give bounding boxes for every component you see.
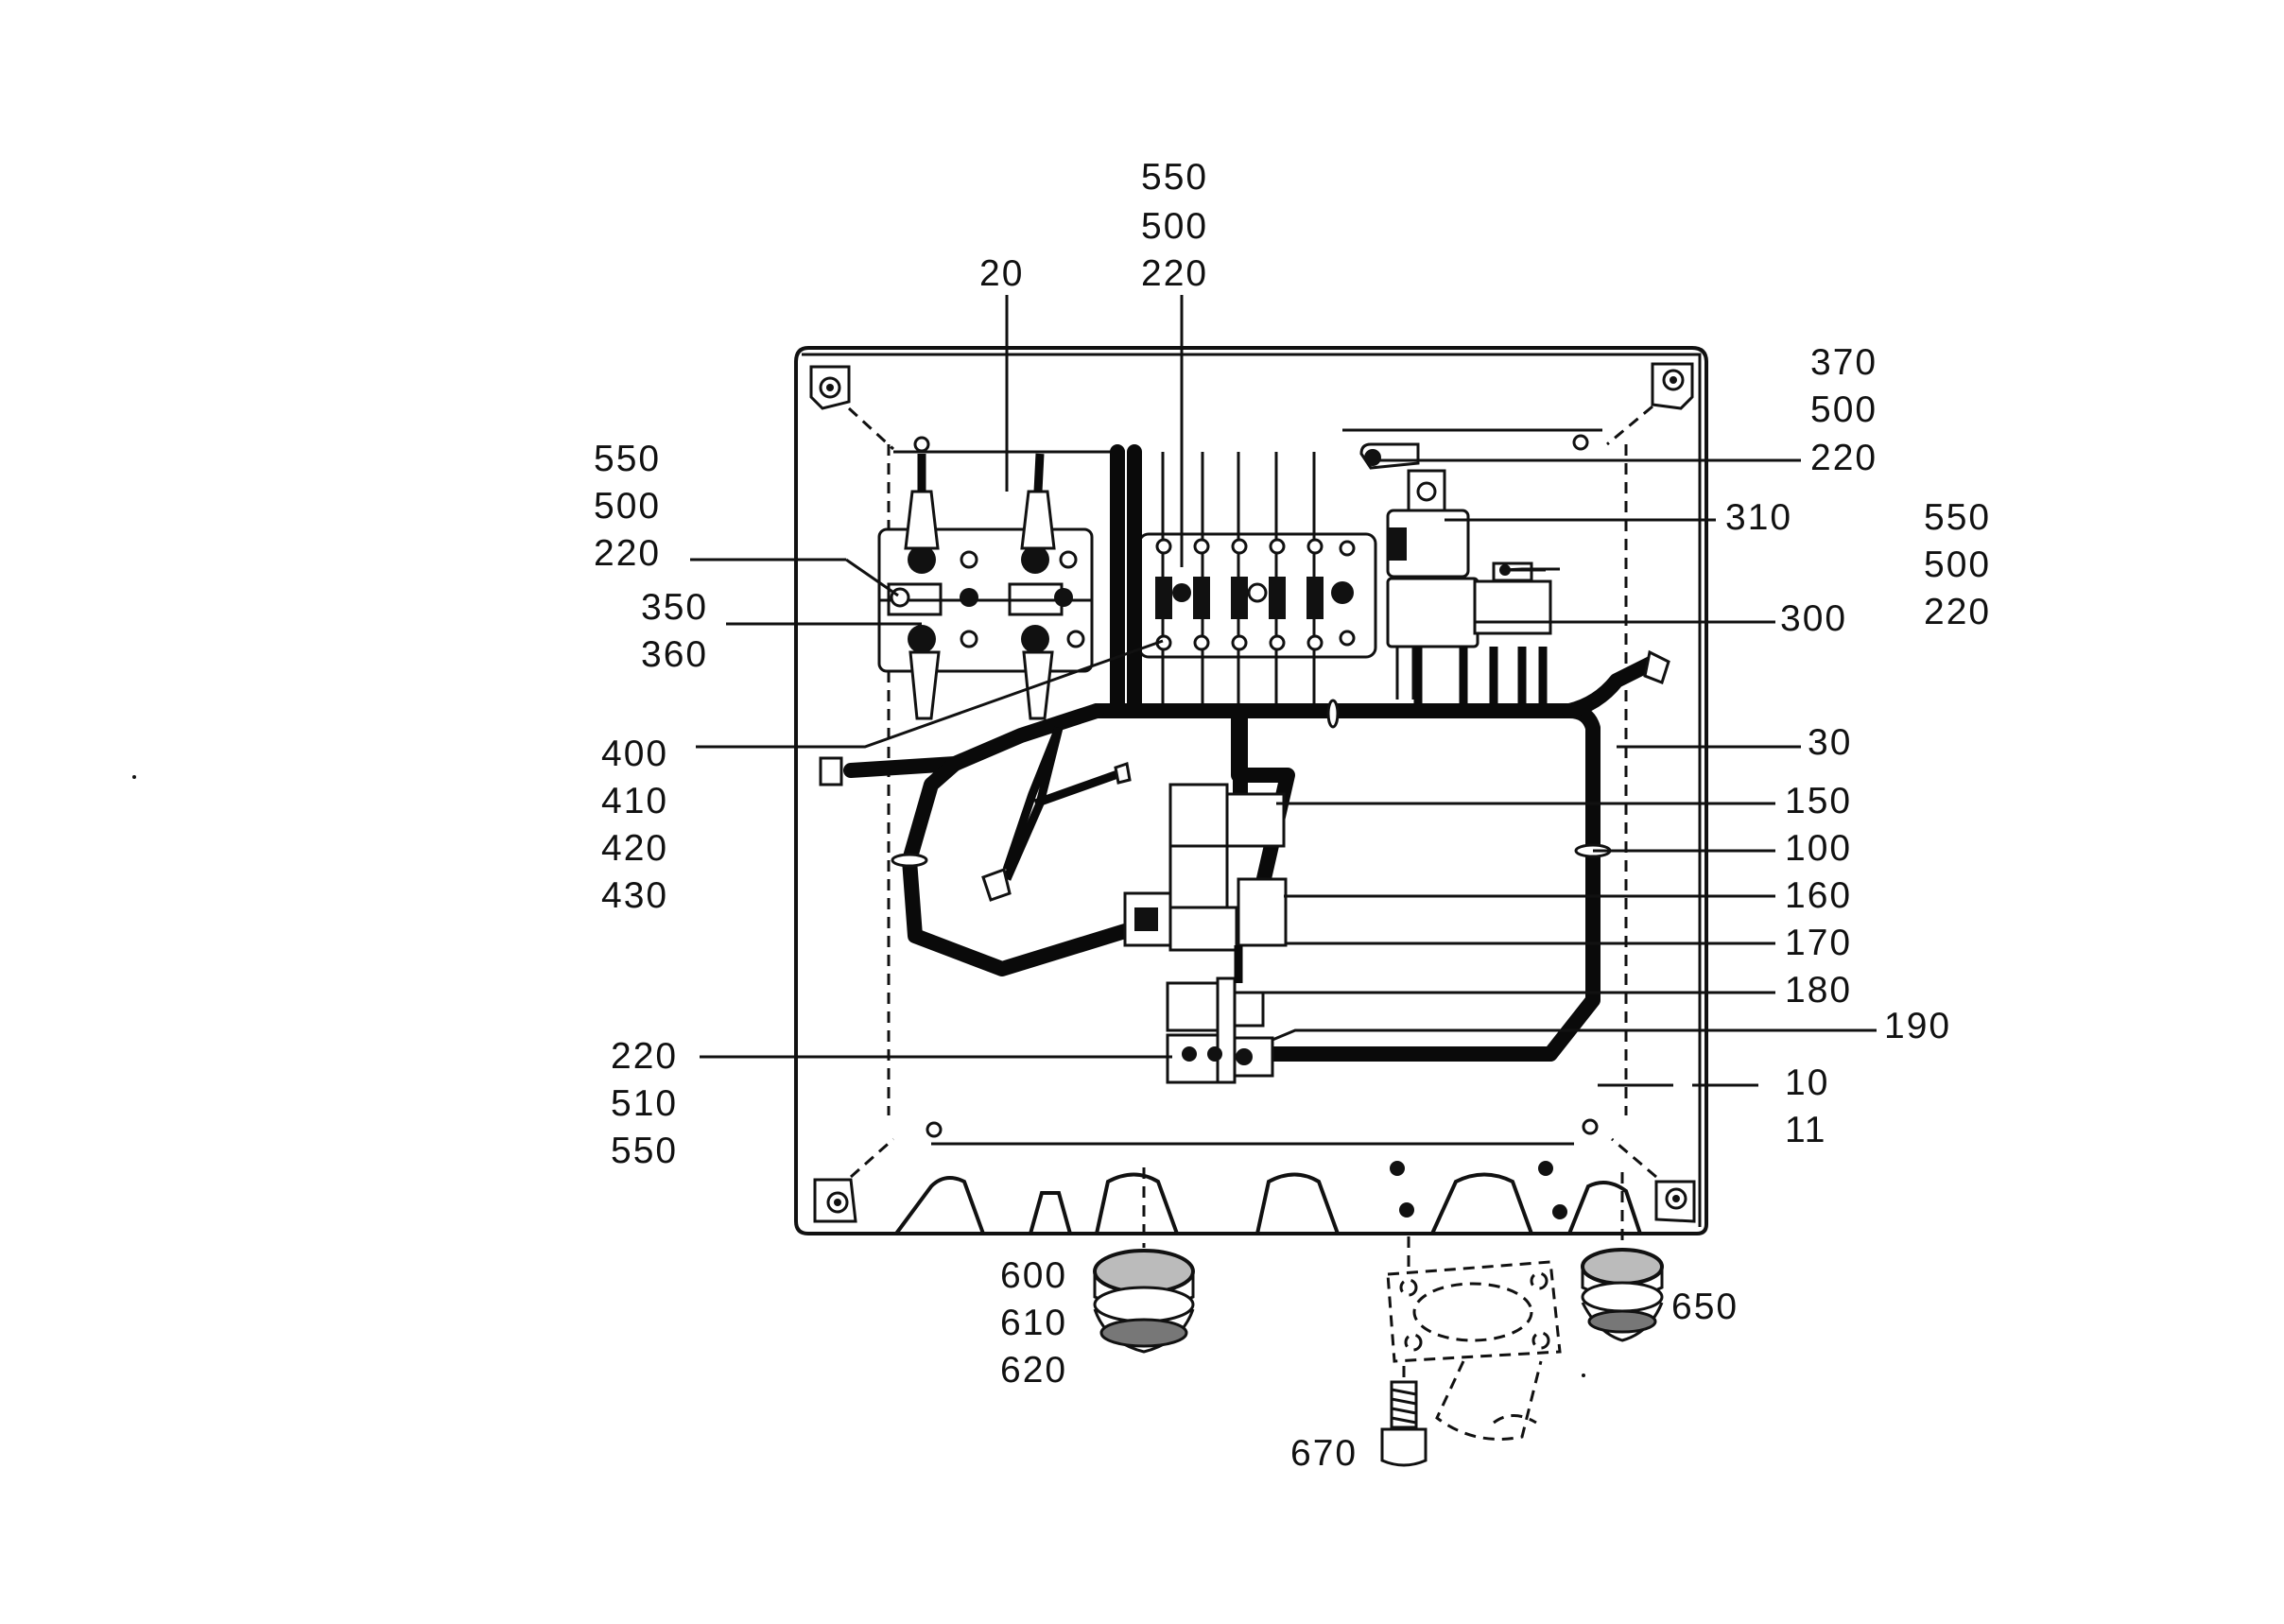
- callout-610: 610: [1000, 1303, 1067, 1343]
- callout-410: 410: [601, 781, 668, 821]
- callout-600: 600: [1000, 1255, 1067, 1296]
- callout-20: 20: [979, 253, 1024, 294]
- callout-160: 160: [1785, 875, 1852, 916]
- callout-370: 370: [1810, 342, 1877, 383]
- callout-170: 170: [1785, 923, 1852, 963]
- callout-310: 310: [1725, 497, 1792, 538]
- callout-300: 300: [1780, 598, 1847, 639]
- callout-360: 360: [641, 634, 708, 675]
- callout-220-right: 220: [1924, 592, 1991, 632]
- callout-220-upper-right: 220: [1810, 438, 1877, 478]
- callout-650: 650: [1671, 1287, 1739, 1327]
- callout-550-top: 550: [1141, 157, 1208, 198]
- callout-550-left: 550: [594, 439, 661, 479]
- callout-150: 150: [1785, 781, 1852, 821]
- relay-upper: [1359, 442, 1470, 579]
- callout-620: 620: [1000, 1350, 1067, 1391]
- callout-420: 420: [601, 828, 668, 869]
- speck: [1582, 1373, 1585, 1377]
- fuse-holder-block: [1110, 444, 1377, 718]
- terminal-block-left: [877, 453, 1094, 720]
- callout-100: 100: [1785, 828, 1852, 869]
- callout-500-top: 500: [1141, 206, 1208, 247]
- callout-220-top: 220: [1141, 253, 1208, 294]
- callout-550-lower-left: 550: [611, 1131, 678, 1171]
- callout-350: 350: [641, 587, 708, 628]
- callout-400: 400: [601, 734, 668, 774]
- wiring-harness: [819, 649, 1670, 1066]
- mounting-panel: [887, 428, 1628, 1146]
- callout-500-left: 500: [594, 486, 661, 527]
- callout-220-lower-left: 220: [611, 1036, 678, 1077]
- callout-30: 30: [1808, 722, 1852, 763]
- mounting-lug-top-left: [809, 365, 895, 451]
- enclosure-plate: [794, 346, 1708, 1235]
- mounting-lug-bottom-left: [813, 1137, 894, 1223]
- connector-stack: [1123, 783, 1288, 1084]
- callout-550-right: 550: [1924, 497, 1991, 538]
- speck: [132, 775, 136, 779]
- callout-510: 510: [611, 1083, 678, 1124]
- grommet-right: [1581, 1172, 1664, 1342]
- leader-lines: [690, 295, 1877, 1087]
- relay-lower: [1386, 561, 1552, 700]
- callout-430: 430: [601, 875, 668, 916]
- gasket-flange: [1386, 1236, 1562, 1441]
- callout-220-left: 220: [594, 533, 661, 574]
- mounting-lug-top-right: [1606, 362, 1694, 446]
- callout-labels: 550 500 220 20 370 500 220 310 550 500 2…: [594, 157, 1991, 1474]
- screw: [1380, 1366, 1428, 1467]
- callout-500-upper-right: 500: [1810, 389, 1877, 430]
- mounting-lug-bottom-right: [1611, 1137, 1696, 1223]
- callout-11: 11: [1785, 1110, 1827, 1150]
- callout-190: 190: [1884, 1006, 1951, 1046]
- callout-670: 670: [1290, 1433, 1358, 1474]
- grommet-left: [1093, 1167, 1195, 1354]
- callout-500-right: 500: [1924, 544, 1991, 585]
- callout-180: 180: [1785, 970, 1852, 1011]
- callout-10: 10: [1785, 1063, 1829, 1103]
